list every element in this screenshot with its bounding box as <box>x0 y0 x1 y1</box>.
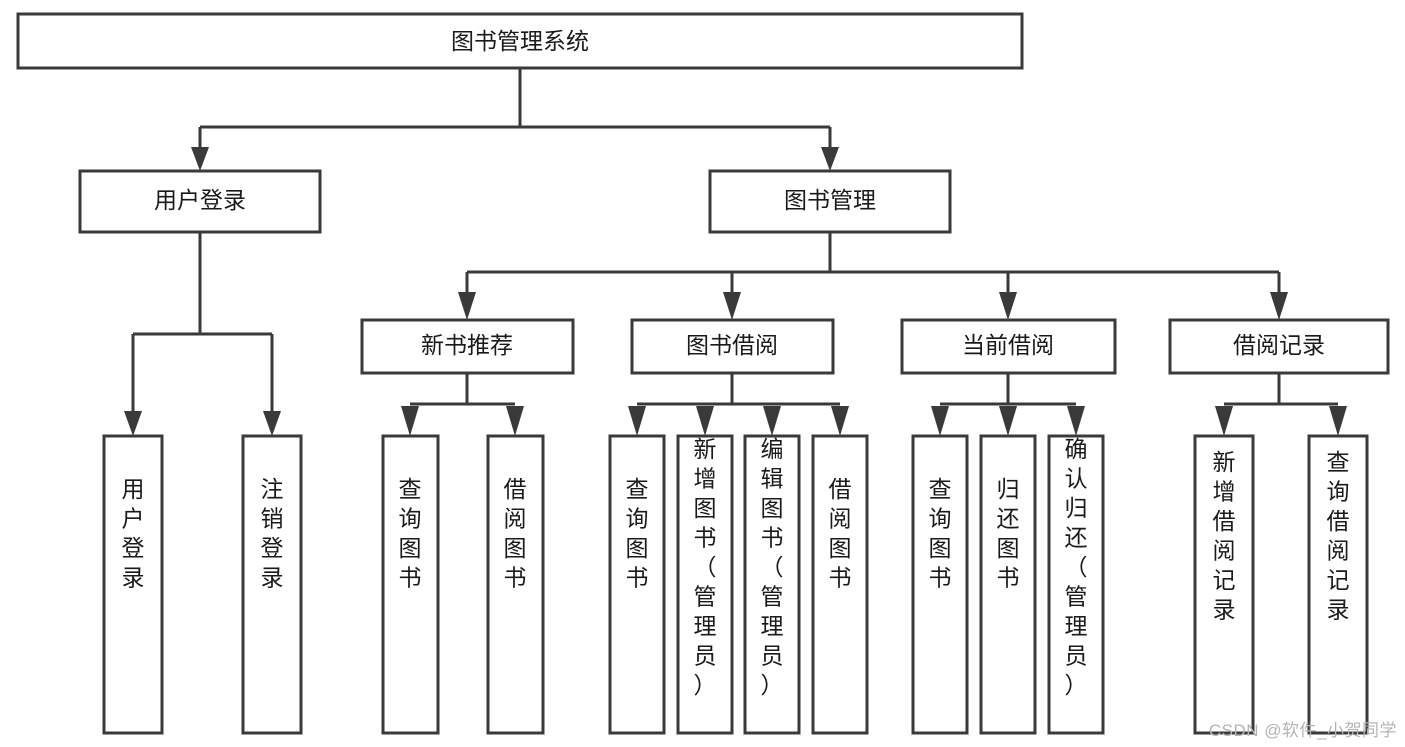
node-leaf-edit-book[interactable]: 编辑图书（管理员） <box>743 434 801 735</box>
node-borrow-record-box[interactable] <box>1168 318 1390 375</box>
node-leaf-logout-login-box[interactable] <box>241 434 303 735</box>
node-leaf-query-book-2-label: 查询图书 <box>626 476 649 591</box>
node-leaf-confirm-return[interactable]: 确认归还（管理员） <box>1047 434 1105 735</box>
node-leaf-query-book-2[interactable]: 查询图书 <box>608 434 666 735</box>
arrow-head-icon <box>999 292 1017 320</box>
arrow-head-icon <box>1215 406 1233 436</box>
node-user-login-label: 用户登录 <box>154 187 246 213</box>
node-leaf-return-book-box[interactable] <box>979 434 1037 735</box>
arrow-head-icon <box>1067 406 1085 436</box>
node-leaf-logout-login-label: 注销登录 <box>261 476 284 591</box>
arrow-head-icon <box>458 292 476 320</box>
connector-layer <box>124 68 1347 436</box>
node-leaf-user-login-label: 用户登录 <box>122 476 145 591</box>
node-book-manage-box[interactable] <box>708 169 952 234</box>
arrow-head-icon <box>401 406 419 436</box>
arrow-head-icon <box>124 411 142 436</box>
arrow-head-icon <box>1270 292 1288 320</box>
node-book-borrow-label: 图书借阅 <box>686 332 778 358</box>
node-leaf-edit-book-label: 编辑图书（管理员） <box>761 436 784 698</box>
node-leaf-add-book-label: 新增图书（管理员） <box>694 436 717 698</box>
node-leaf-borrow-book-1-label: 借阅图书 <box>504 476 527 591</box>
node-leaf-borrow-book-2-label: 借阅图书 <box>829 476 852 591</box>
arrow-head-icon <box>931 406 949 436</box>
node-leaf-add-record-box[interactable] <box>1193 434 1255 735</box>
node-leaf-return-book[interactable]: 归还图书 <box>979 434 1037 735</box>
node-root-label: 图书管理系统 <box>451 28 589 54</box>
node-leaf-borrow-book-1-box[interactable] <box>486 434 545 735</box>
node-new-book-rec-label: 新书推荐 <box>421 332 513 358</box>
arrow-head-icon <box>723 292 741 320</box>
node-current-borrow[interactable]: 当前借阅 <box>900 318 1117 375</box>
node-root[interactable]: 图书管理系统 <box>16 12 1024 70</box>
node-leaf-edit-book-box[interactable] <box>743 434 801 735</box>
node-leaf-query-record-box[interactable] <box>1307 434 1369 735</box>
arrow-head-icon <box>1329 406 1347 436</box>
node-leaf-add-book[interactable]: 新增图书（管理员） <box>676 434 734 735</box>
arrow-head-icon <box>999 406 1017 436</box>
node-leaf-logout-login[interactable]: 注销登录 <box>241 434 303 735</box>
arrow-head-icon <box>821 147 839 171</box>
arrow-head-icon <box>696 406 714 436</box>
node-book-manage-label: 图书管理 <box>784 187 876 213</box>
node-borrow-record-label: 借阅记录 <box>1233 332 1325 358</box>
node-leaf-borrow-book-1[interactable]: 借阅图书 <box>486 434 545 735</box>
node-current-borrow-label: 当前借阅 <box>962 332 1054 358</box>
node-book-borrow-box[interactable] <box>630 318 835 375</box>
node-leaf-query-book-1-label: 查询图书 <box>399 476 422 591</box>
node-leaf-borrow-book-2-box[interactable] <box>811 434 869 735</box>
node-current-borrow-box[interactable] <box>900 318 1117 375</box>
arrow-head-icon <box>263 411 281 436</box>
node-leaf-query-book-3[interactable]: 查询图书 <box>911 434 969 735</box>
node-leaf-query-book-3-box[interactable] <box>911 434 969 735</box>
node-root-box[interactable] <box>16 12 1024 70</box>
node-leaf-query-book-3-label: 查询图书 <box>929 476 952 591</box>
node-borrow-record[interactable]: 借阅记录 <box>1168 318 1390 375</box>
node-leaf-query-record[interactable]: 查询借阅记录 <box>1307 434 1369 735</box>
node-leaf-borrow-book-2[interactable]: 借阅图书 <box>811 434 869 735</box>
node-leaf-user-login-box[interactable] <box>102 434 164 735</box>
node-new-book-rec[interactable]: 新书推荐 <box>360 318 575 375</box>
node-leaf-add-record[interactable]: 新增借阅记录 <box>1193 434 1255 735</box>
node-leaf-query-book-2-box[interactable] <box>608 434 666 735</box>
arrow-head-icon <box>191 147 209 171</box>
node-leaf-return-book-label: 归还图书 <box>997 476 1020 591</box>
node-leaf-query-book-1[interactable]: 查询图书 <box>381 434 440 735</box>
node-book-manage[interactable]: 图书管理 <box>708 169 952 234</box>
arrow-head-icon <box>763 406 781 436</box>
node-leaf-confirm-return-label: 确认归还（管理员） <box>1065 436 1088 698</box>
node-leaf-query-record-label: 查询借阅记录 <box>1327 449 1350 623</box>
arrow-head-icon <box>628 406 646 436</box>
node-new-book-rec-box[interactable] <box>360 318 575 375</box>
node-book-borrow[interactable]: 图书借阅 <box>630 318 835 375</box>
node-leaf-add-book-box[interactable] <box>676 434 734 735</box>
arrow-head-icon <box>831 406 849 436</box>
node-leaf-confirm-return-box[interactable] <box>1047 434 1105 735</box>
node-user-login-box[interactable] <box>78 169 322 234</box>
arrow-head-icon <box>506 406 524 436</box>
node-leaf-add-record-label: 新增借阅记录 <box>1213 449 1236 623</box>
node-user-login[interactable]: 用户登录 <box>78 169 322 234</box>
node-leaf-user-login[interactable]: 用户登录 <box>102 434 164 735</box>
node-leaf-query-book-1-box[interactable] <box>381 434 440 735</box>
